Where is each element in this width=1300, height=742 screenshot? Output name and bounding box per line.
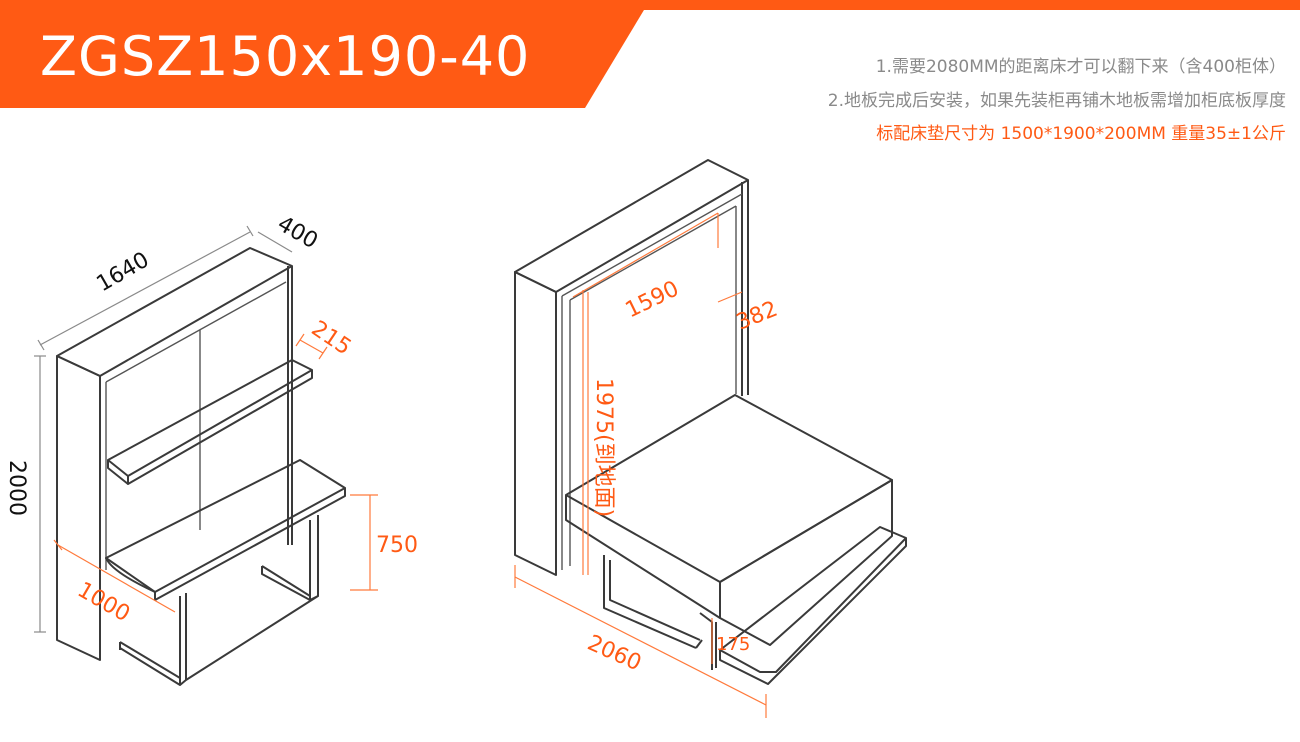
- label-shelf: 215: [307, 316, 356, 360]
- bed-leg-frame: [603, 555, 697, 649]
- label-open-length: 2060: [584, 631, 645, 677]
- label-desk-height: 750: [376, 533, 418, 558]
- bed-cabinet-top: [514, 159, 749, 293]
- dim-line-side: [717, 291, 743, 303]
- header-accent-line: [0, 0, 1300, 10]
- label-inner-height: 1975(到地面): [591, 378, 616, 517]
- label-width: 1640: [93, 248, 154, 298]
- bed-cabinet-left-side: [514, 271, 557, 576]
- note-line-2: 2.地板完成后安装，如果先装柜再铺木地板需增加柜底板厚度: [827, 91, 1286, 111]
- note-line-3: 标配床垫尺寸为 1500*1900*200MM 重量35±1公斤: [876, 124, 1286, 144]
- dim-line-inner-width: [572, 212, 719, 298]
- label-desk-depth: 1000: [73, 578, 134, 628]
- label-side: 382: [733, 297, 781, 336]
- mattress-front: [719, 479, 893, 646]
- dim-line-desk-depth: [57, 544, 176, 613]
- cabinet-left-side: [56, 355, 101, 661]
- dim-line-open-length: [514, 576, 767, 706]
- model-title: ZGSZ150x190-40: [40, 25, 531, 88]
- upper-shelf: [107, 359, 313, 477]
- desk-cabinet-drawing: [34, 225, 378, 686]
- dim-line-width: [39, 231, 251, 346]
- label-bed-height: 175: [716, 634, 750, 655]
- note-line-1: 1.需要2080MM的距离床才可以翻下来（含400柜体）: [875, 57, 1286, 77]
- title-banner: [0, 0, 650, 108]
- label-depth: 400: [273, 212, 322, 255]
- label-height: 2000: [4, 460, 29, 516]
- bed-base: [719, 526, 907, 673]
- label-inner-width: 1590: [622, 276, 683, 323]
- cabinet-top: [56, 247, 293, 377]
- dim-line-shelf: [299, 339, 324, 354]
- dim-line-depth: [257, 231, 293, 253]
- wall-bed-drawing: [514, 159, 907, 718]
